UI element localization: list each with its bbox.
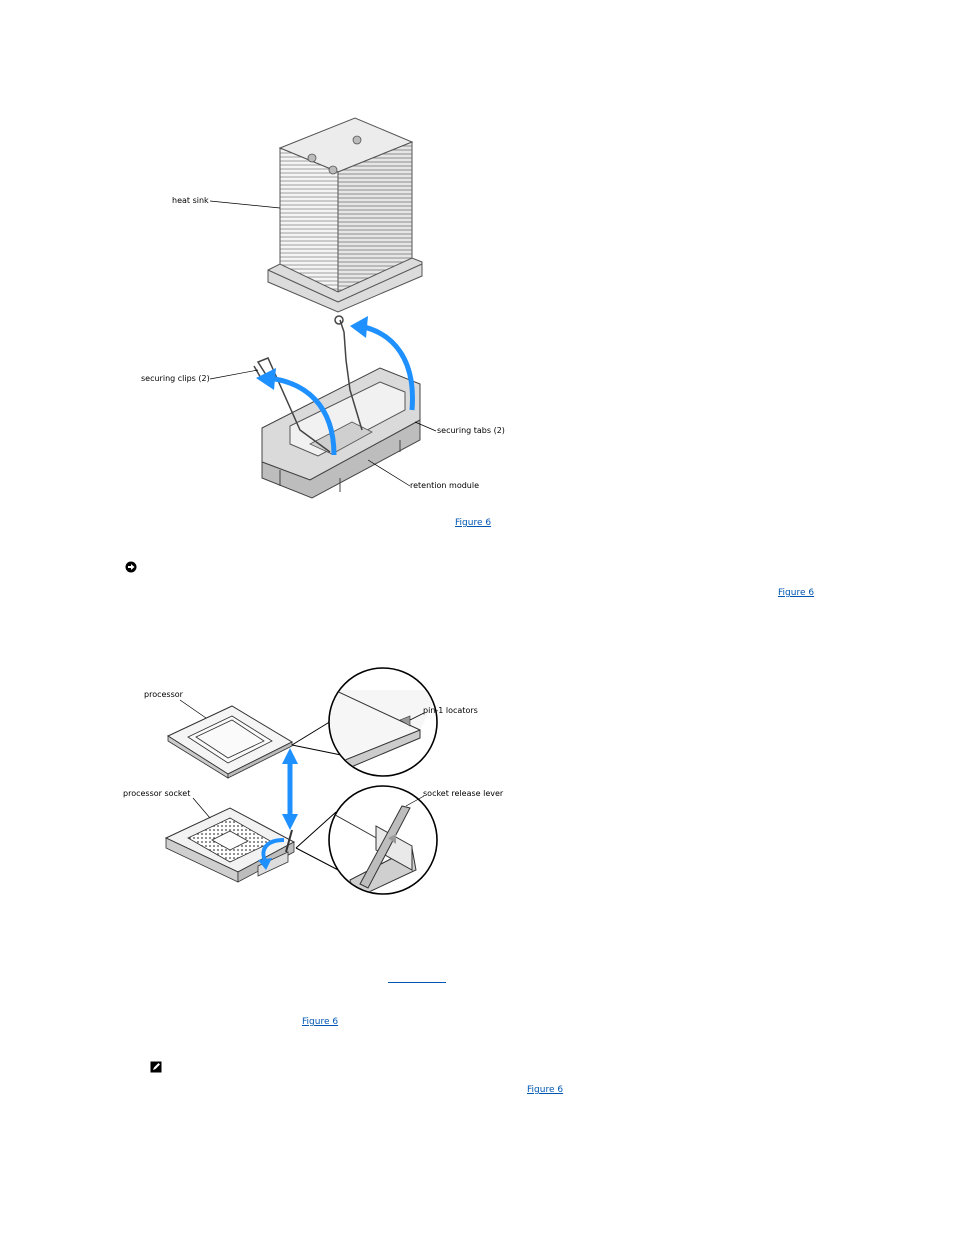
heat-sink-label: heat sink — [172, 196, 209, 205]
lever-detail-magnifier — [295, 785, 438, 895]
note-icon — [150, 1058, 162, 1073]
processor-installation-illustration — [164, 667, 438, 895]
processor-socket-label: processor socket — [123, 789, 191, 798]
heat-sink — [267, 117, 423, 313]
processor-socket — [164, 807, 296, 883]
figure-6-link-step[interactable]: Figure 6 — [302, 1017, 339, 1027]
securing-tabs-label: securing tabs (2) — [437, 426, 505, 435]
figure-6-link-note[interactable]: Figure 6 — [527, 1085, 564, 1095]
retention-module-label: retention module — [410, 481, 480, 490]
processor — [166, 705, 294, 779]
pin1-detail-magnifier — [291, 667, 438, 777]
pin1-locators-label: pin-1 locators — [423, 706, 478, 715]
figure-6-link[interactable]: Figure 6 — [455, 518, 492, 528]
figure-6-link-notice[interactable]: Figure 6 — [778, 588, 815, 598]
heat-sink-removal-illustration — [209, 117, 437, 499]
securing-clips — [253, 315, 363, 453]
socket-release-lever-label: socket release lever — [423, 789, 504, 798]
notice-icon — [125, 558, 137, 573]
processor-label: processor — [144, 690, 183, 699]
clip-release-arrows — [267, 323, 415, 456]
retention-module — [261, 367, 421, 499]
cross-reference-link[interactable] — [388, 982, 446, 983]
securing-clips-label: securing clips (2) — [141, 374, 210, 383]
